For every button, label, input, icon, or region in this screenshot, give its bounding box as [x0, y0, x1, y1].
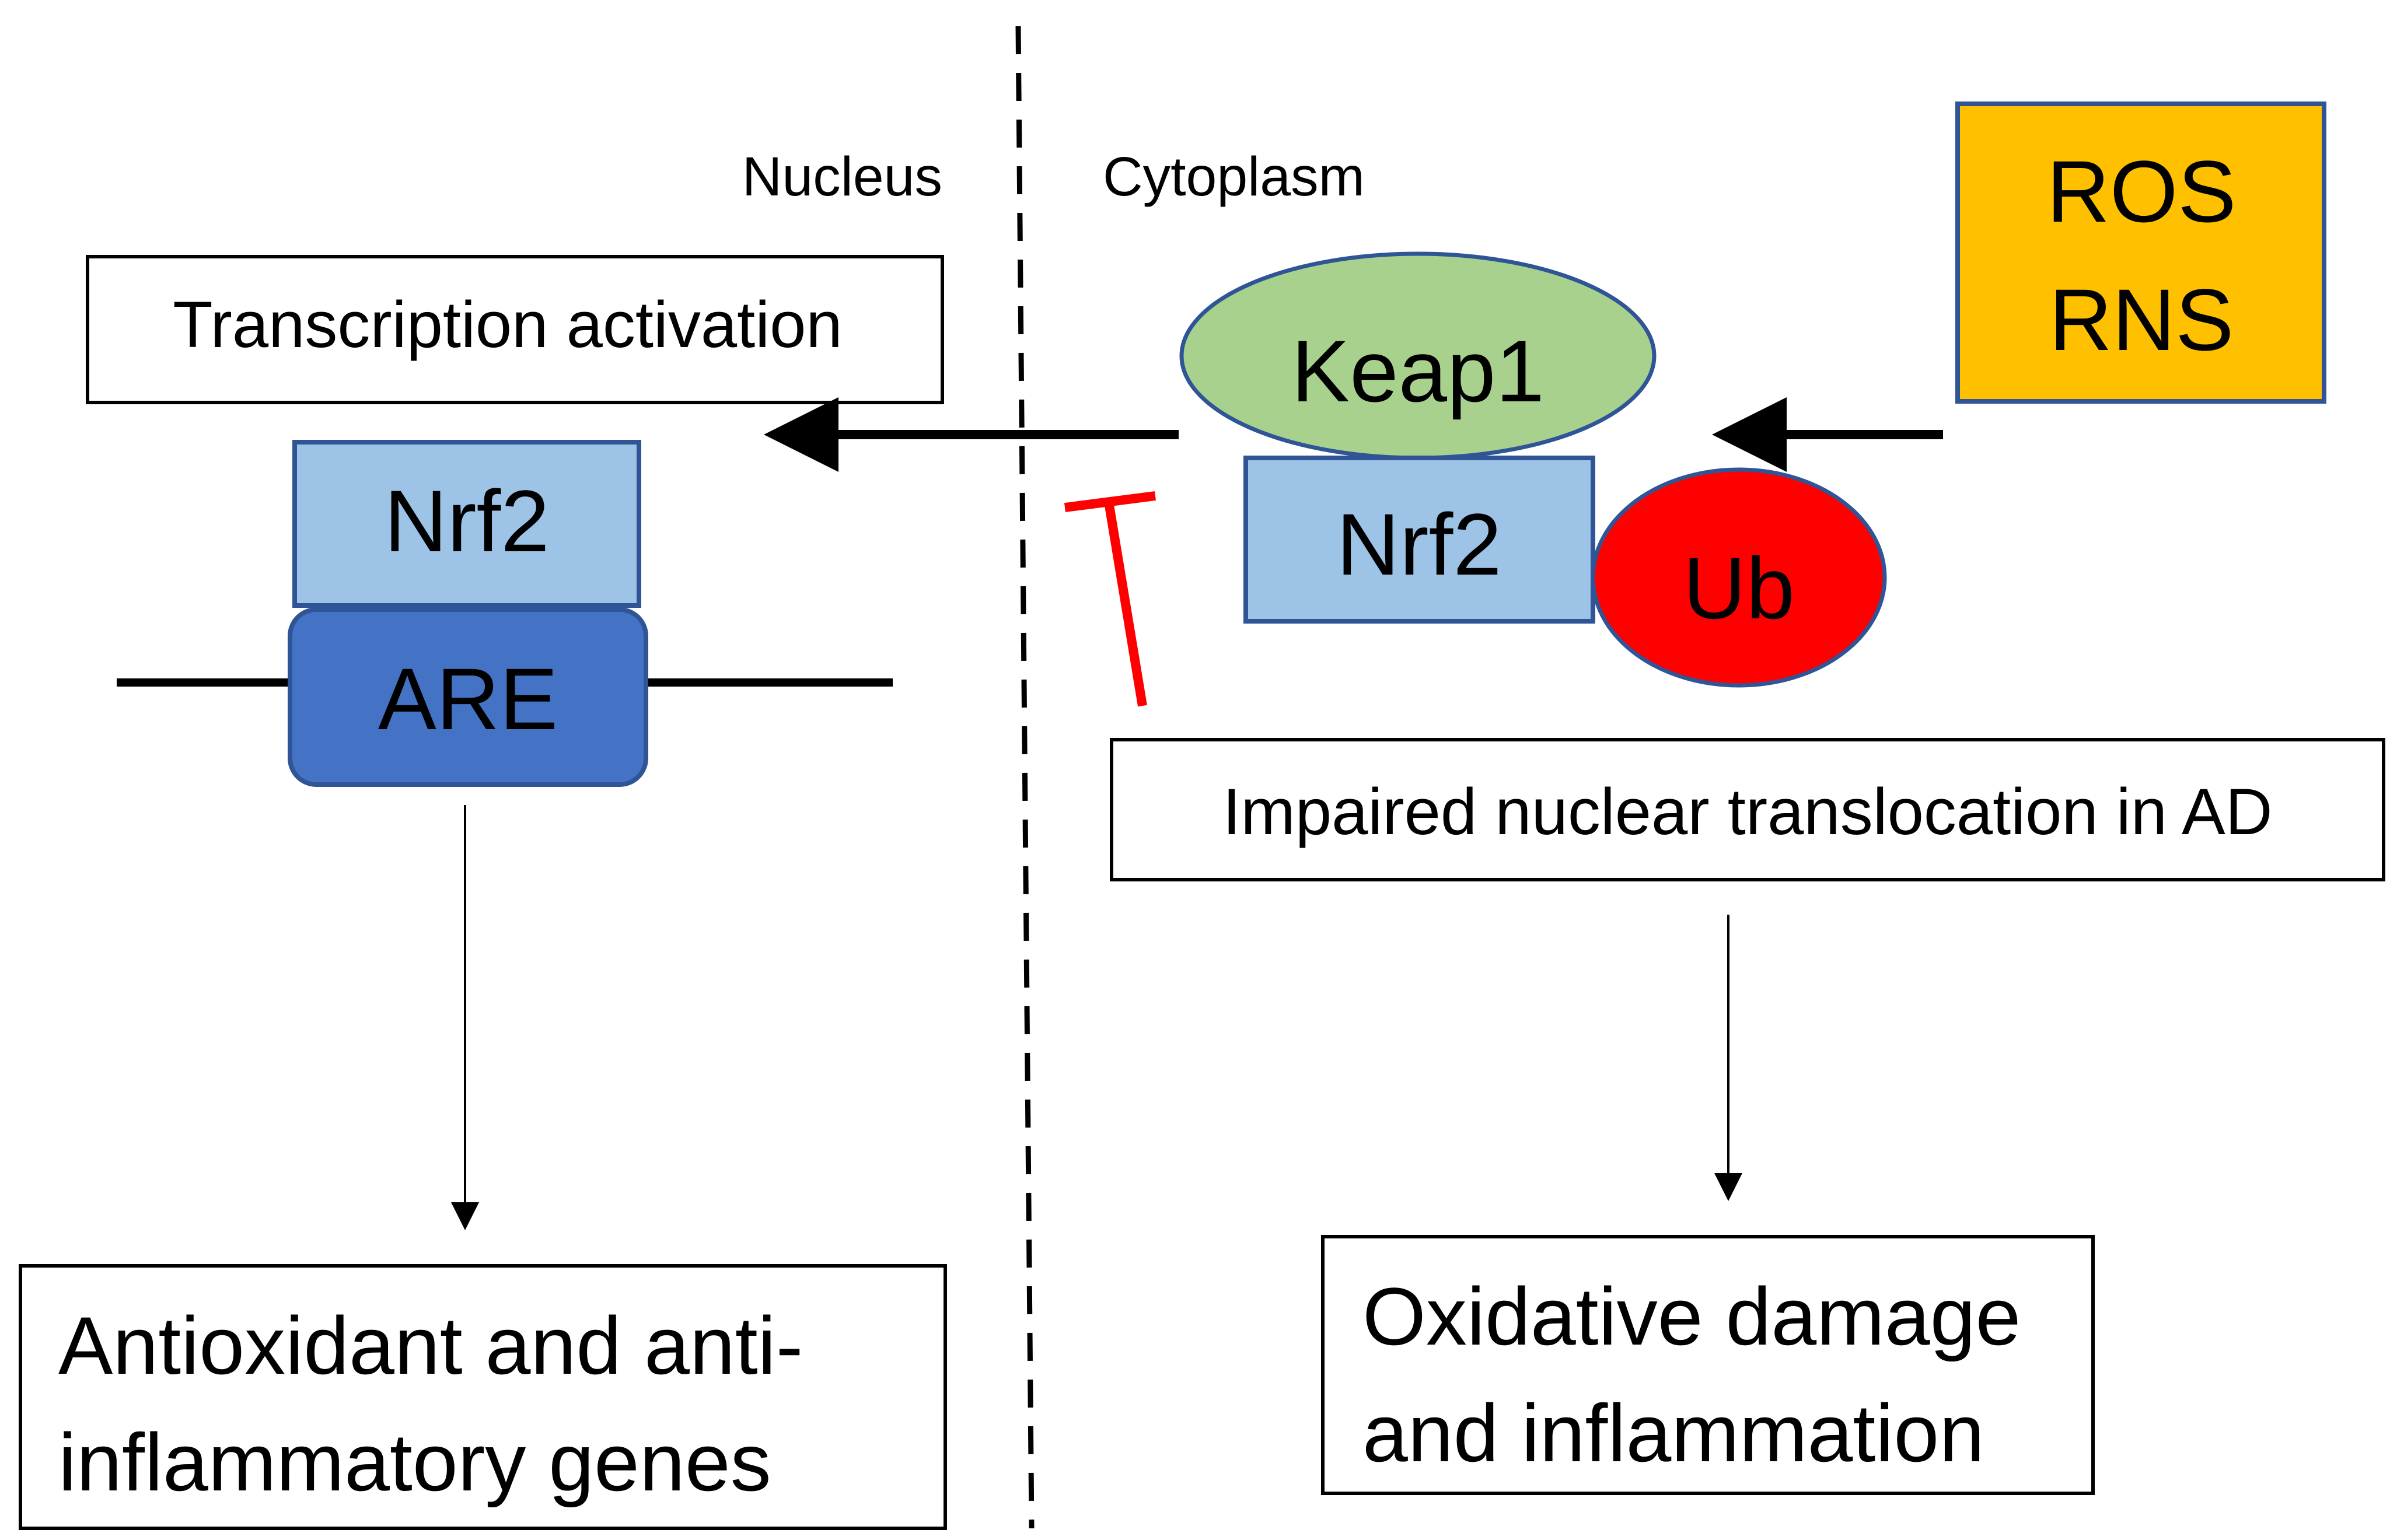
- antioxidant-genes-box: [19, 1264, 947, 1530]
- ub-label: Ub: [1683, 539, 1795, 637]
- oxidative-damage-box: [1321, 1235, 2095, 1495]
- cytoplasm-label: Cytoplasm: [1103, 146, 1365, 208]
- nrf2-nucleus-box: [292, 440, 641, 608]
- nrf2-cytoplasm-label: Nrf2: [1336, 495, 1501, 593]
- membrane-divider: [1015, 26, 1035, 1529]
- keap1-label: Keap1: [1291, 322, 1545, 420]
- nucleus-label: Nucleus: [742, 146, 942, 208]
- ros-rns-box: [1955, 102, 2326, 404]
- antioxidant-genes-line1: Antioxidant and anti-: [58, 1300, 803, 1391]
- transcription-box: [86, 255, 944, 404]
- nrf2-nucleus-label: Nrf2: [384, 472, 549, 570]
- oxidative-damage-line2: and inflammation: [1362, 1387, 1984, 1479]
- impaired-translocation-box: [1110, 738, 2385, 881]
- are-label: ARE: [378, 650, 558, 748]
- oxidative-damage-line1: Oxidative damage: [1362, 1270, 2021, 1362]
- are-box: [288, 607, 648, 787]
- inhibition-stem: [1104, 501, 1147, 707]
- rns-label: RNS: [2049, 271, 2234, 369]
- impaired-translocation-label: Impaired nuclear translocation in AD: [1222, 775, 2272, 848]
- antioxidant-genes-line2: inflammatory genes: [58, 1416, 771, 1508]
- transcription-label: Transcription activation: [173, 288, 842, 361]
- ros-label: ROS: [2046, 142, 2236, 240]
- nrf2-cytoplasm-box: [1243, 456, 1595, 624]
